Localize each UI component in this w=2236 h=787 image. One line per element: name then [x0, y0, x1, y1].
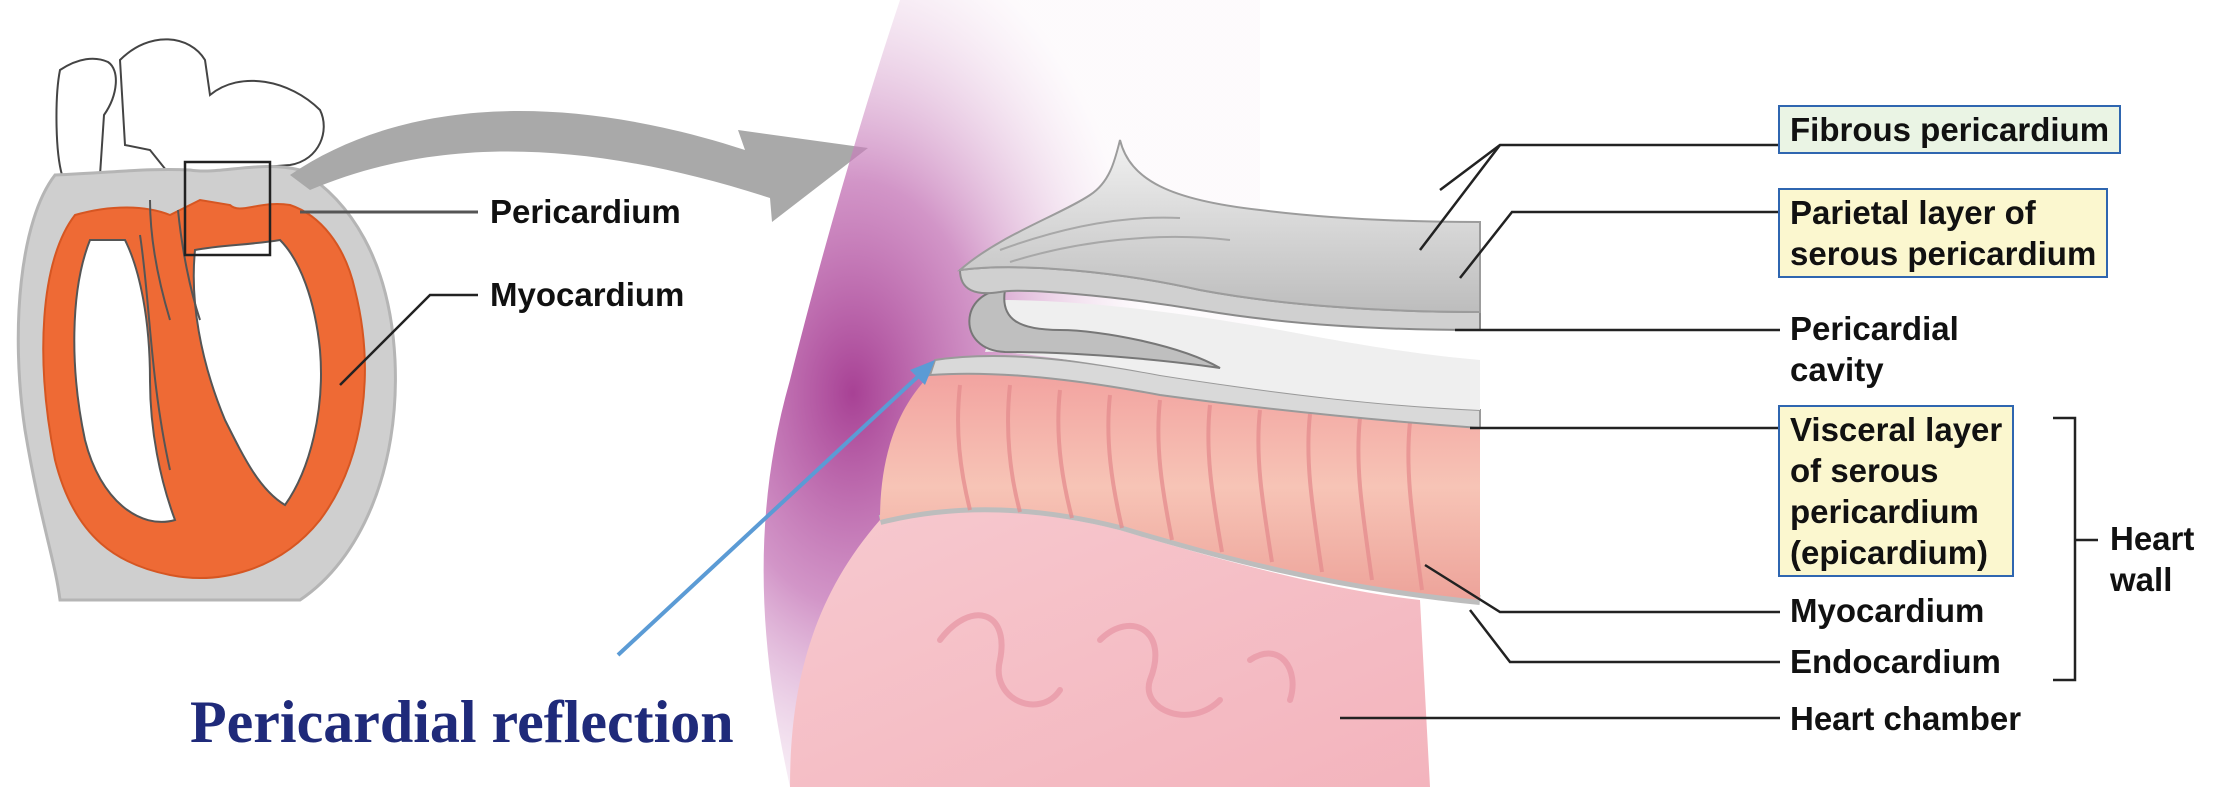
pericardial-cavity-label-line2: cavity [1790, 349, 1959, 390]
heart-wall-label-line1: Heart [2110, 518, 2194, 559]
great-vessels [56, 39, 323, 175]
visceral-layer-label-line2: of serous [1790, 450, 2002, 491]
visceral-layer-label-line1: Visceral layer [1790, 409, 2002, 450]
visceral-layer-label: Visceral layer of serous pericardium (ep… [1778, 405, 2014, 577]
wall-cross-section [764, 0, 1480, 787]
pericardial-cavity-label: Pericardial cavity [1790, 308, 1959, 390]
visceral-layer-label-line3: pericardium [1790, 491, 2002, 532]
right-myocardium-label: Myocardium [1790, 590, 1984, 631]
pericardial-reflection-caption: Pericardial reflection [190, 688, 734, 757]
parietal-layer-label-line1: Parietal layer of [1790, 192, 2096, 233]
whole-heart [18, 39, 395, 600]
heart-wall-label: Heart wall [2110, 518, 2194, 600]
parietal-layer-label-line2: serous pericardium [1790, 233, 2096, 274]
fibrous-pericardium-label: Fibrous pericardium [1778, 105, 2121, 154]
endocardium-label: Endocardium [1790, 641, 2001, 682]
heart-wall-label-line2: wall [2110, 559, 2194, 600]
left-myocardium-label: Myocardium [490, 274, 684, 315]
visceral-layer-label-line4: (epicardium) [1790, 532, 2002, 573]
pericardial-cavity-label-line1: Pericardial [1790, 308, 1959, 349]
parietal-layer-label: Parietal layer of serous pericardium [1778, 188, 2108, 278]
left-pericardium-label: Pericardium [490, 191, 681, 232]
heart-chamber-label: Heart chamber [1790, 698, 2021, 739]
